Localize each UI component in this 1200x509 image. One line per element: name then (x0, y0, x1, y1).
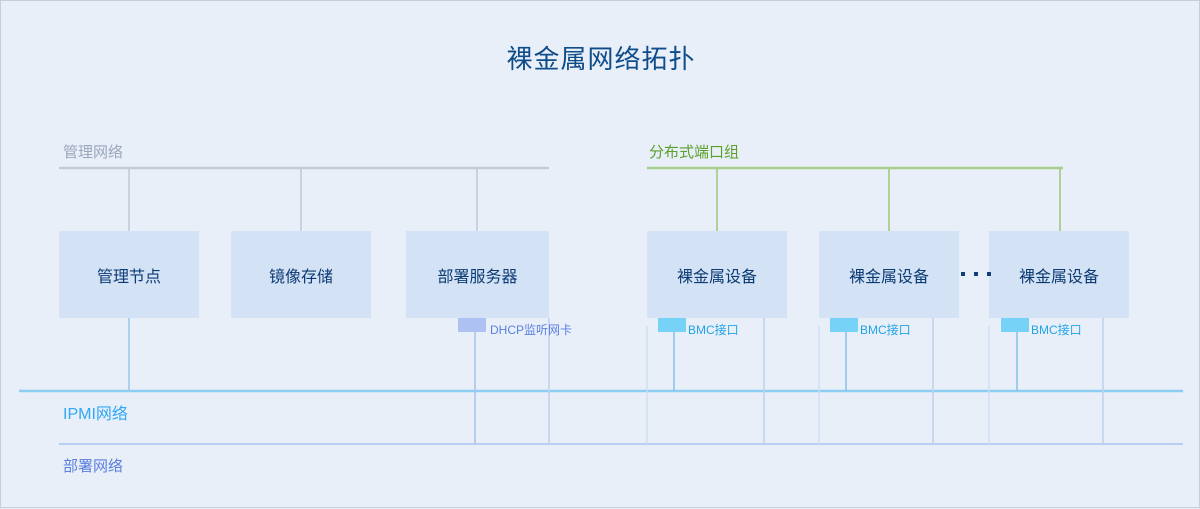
node-deployment-server[interactable]: 部署服务器 (406, 231, 549, 318)
zone-label-distributed-port-group: 分布式端口组 (649, 144, 740, 161)
chip-bmc-2[interactable] (830, 318, 858, 332)
label-bmc-2: BMC接口 (860, 323, 911, 337)
zone-label-ipmi-network: IPMI网络 (63, 406, 128, 423)
label-bmc-1: BMC接口 (688, 323, 739, 337)
label-bmc-3: BMC接口 (1031, 323, 1082, 337)
node-label: 裸金属设备 (848, 268, 929, 286)
node-label: 镜像存储 (268, 268, 333, 286)
ellipsis-dot (987, 272, 991, 276)
node-bare-metal-2[interactable]: 裸金属设备 (819, 231, 959, 318)
chip-dhcp-nic[interactable] (458, 318, 486, 332)
node-label: 管理节点 (96, 268, 161, 286)
node-label: 裸金属设备 (1018, 268, 1099, 286)
label-dhcp-nic: DHCP监听网卡 (490, 323, 573, 337)
ellipsis-dot (974, 272, 978, 276)
node-bare-metal-1[interactable]: 裸金属设备 (647, 231, 787, 318)
node-bare-metal-3[interactable]: 裸金属设备 (989, 231, 1129, 318)
ellipsis-dot (961, 272, 965, 276)
chip-bmc-1[interactable] (658, 318, 686, 332)
chip-bmc-3[interactable] (1001, 318, 1029, 332)
node-image-storage[interactable]: 镜像存储 (231, 231, 371, 318)
ellipsis-more-devices (961, 272, 991, 276)
zone-label-management-network: 管理网络 (63, 144, 124, 161)
node-label: 部署服务器 (437, 268, 518, 286)
node-label: 裸金属设备 (676, 268, 757, 286)
node-management-node[interactable]: 管理节点 (59, 231, 199, 318)
page-title: 裸金属网络拓扑 (506, 44, 696, 74)
zone-label-deployment-network: 部署网络 (63, 458, 124, 475)
